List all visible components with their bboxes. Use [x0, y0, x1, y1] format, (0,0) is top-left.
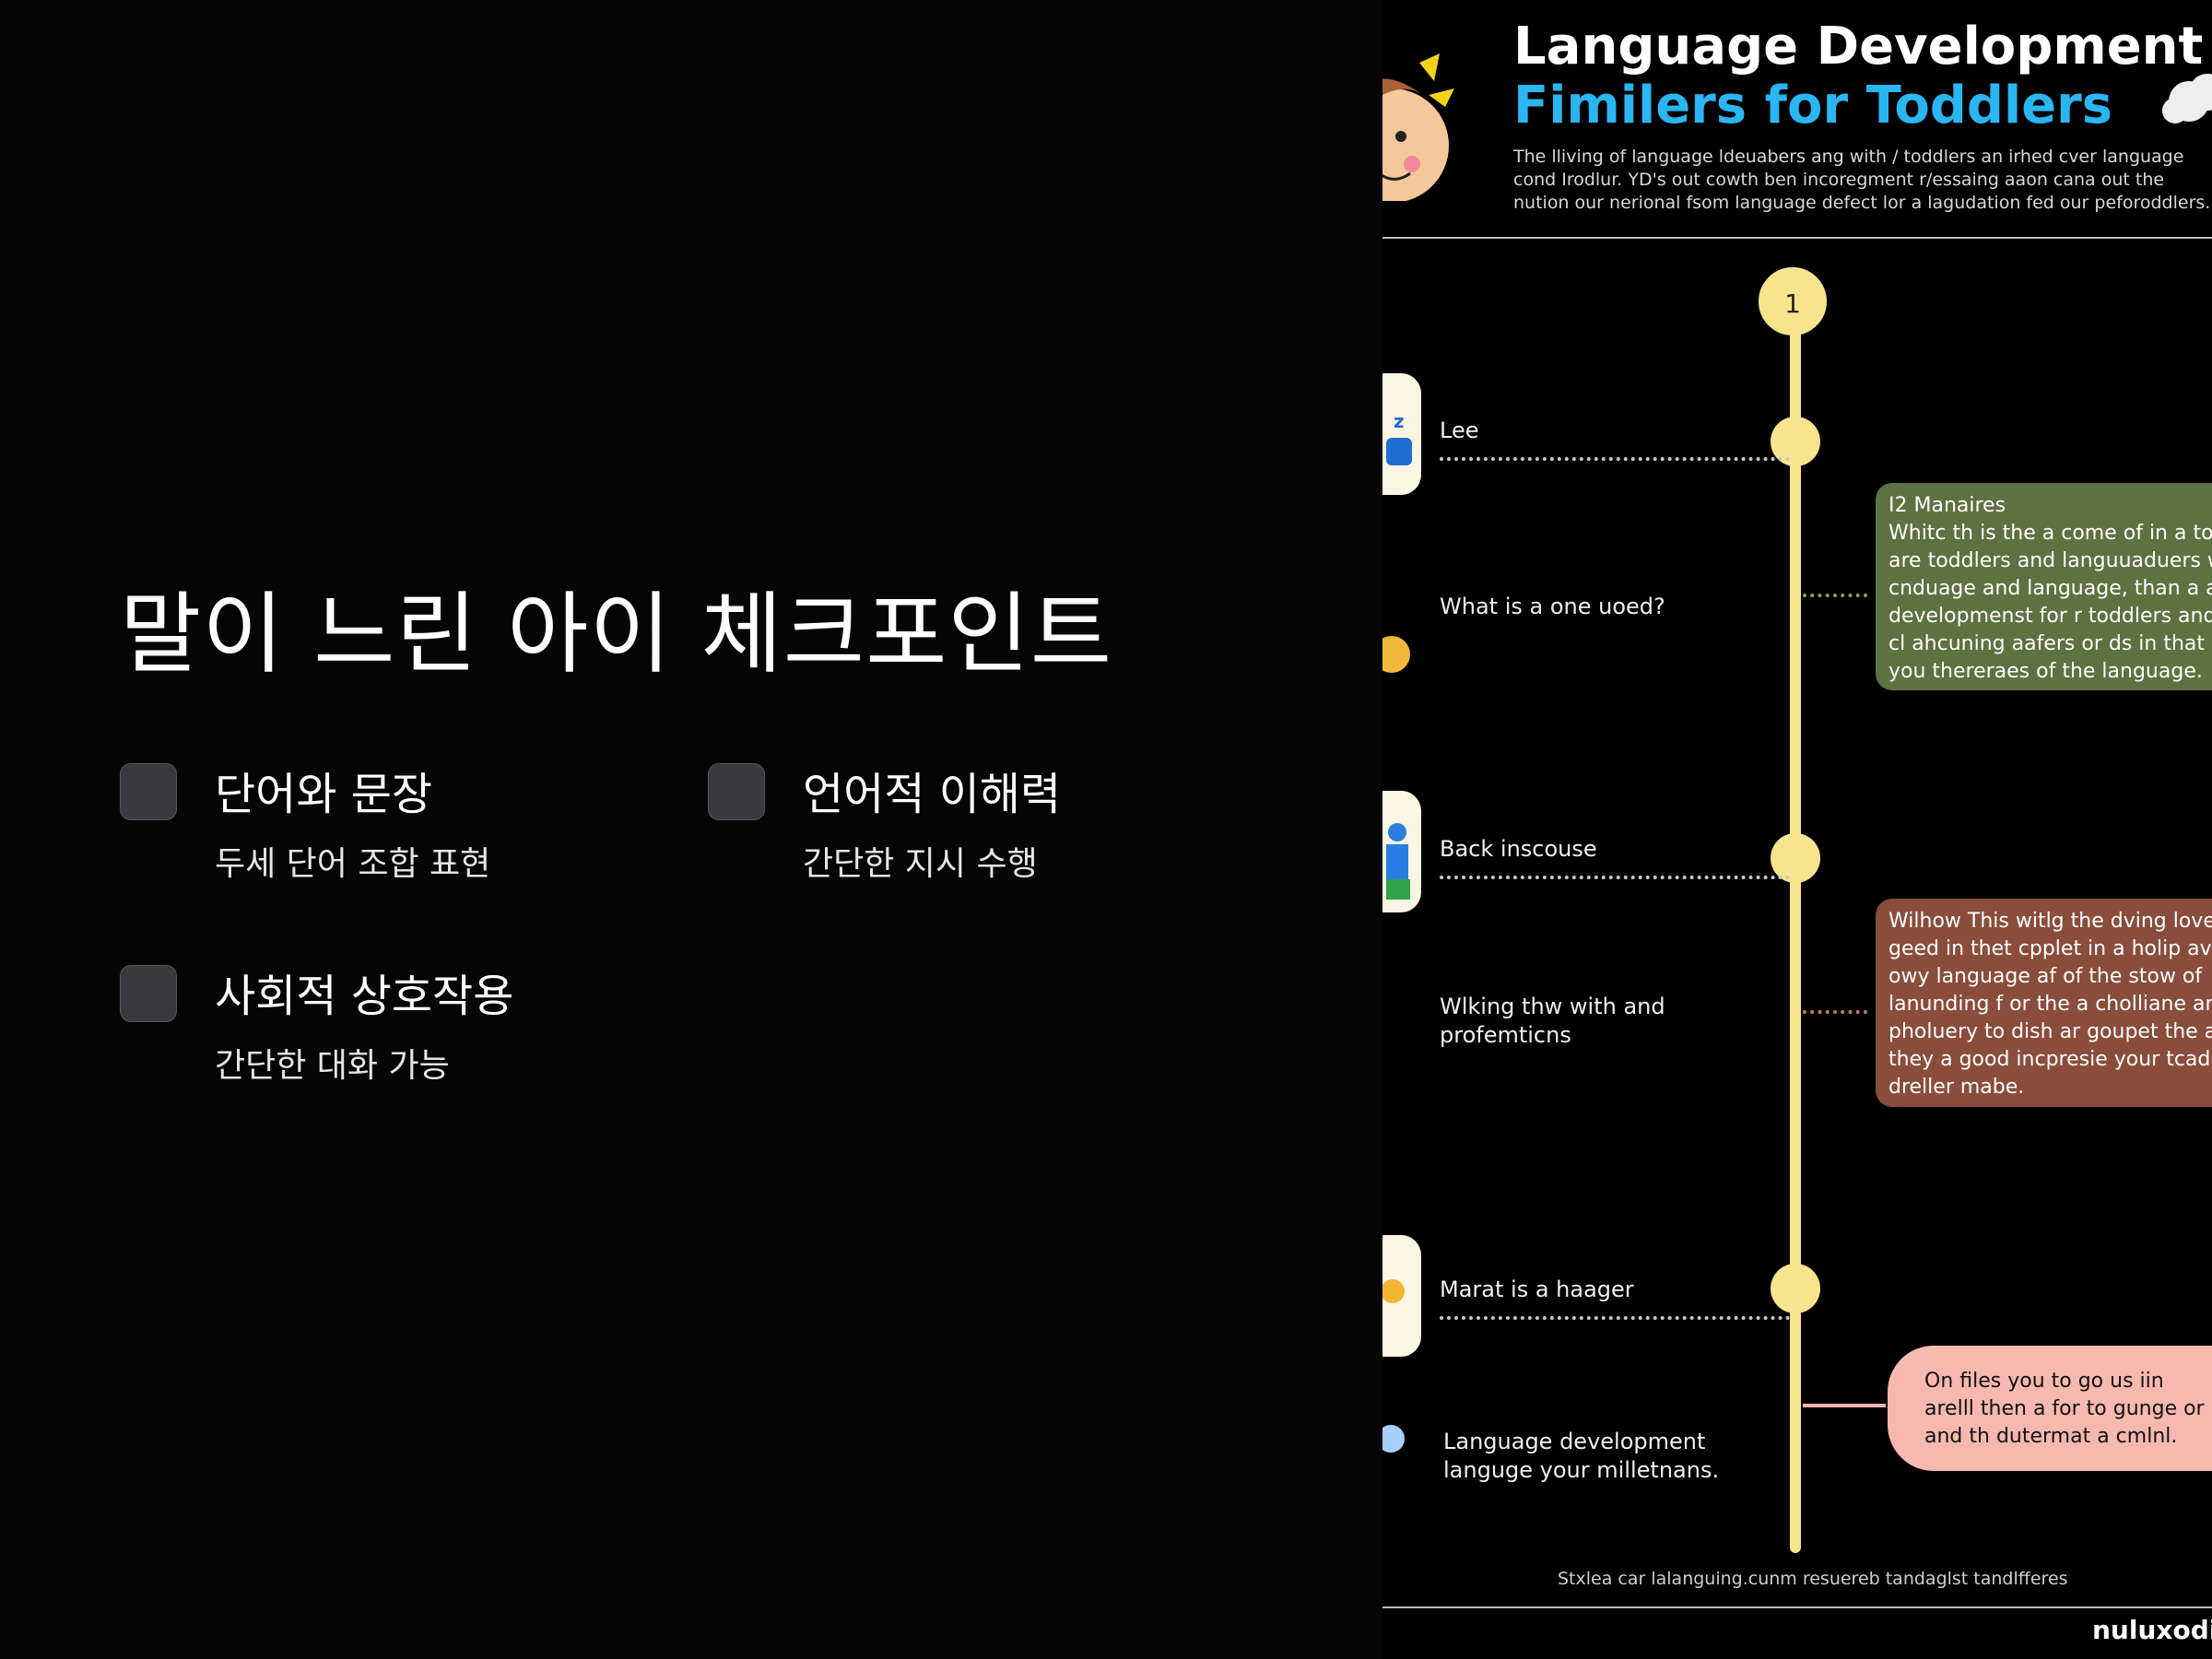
info-card-body: Whitc th is the a come of in a toc are t…	[1888, 522, 2212, 683]
infographic-title-line1: Language Development	[1513, 17, 2204, 76]
timeline-line	[1790, 295, 1801, 1553]
connector-line	[1803, 1404, 1886, 1407]
dotted-connector	[1440, 457, 1790, 461]
bird-icon	[1382, 636, 1410, 673]
timeline-label: Language development languge your millet…	[1443, 1429, 1720, 1483]
timeline-label: Wlking thw with and profemticns	[1440, 994, 1665, 1048]
checkpoint-item-subtitle: 간단한 대화 가능	[215, 1047, 450, 1085]
timeline-label: Back inscouse	[1440, 836, 1597, 862]
toddler-face-icon	[1382, 53, 1454, 201]
divider	[1382, 1606, 2212, 1608]
checkbox[interactable]	[708, 763, 765, 820]
dotted-connector	[1440, 1316, 1790, 1320]
checkpoint-item-title: 사회적 상호작용	[215, 971, 514, 1022]
checkpoint-item-title: 단어와 문장	[215, 769, 433, 820]
timeline-label: Lee	[1440, 418, 1479, 443]
info-card: On files you to go us iin arelll then a …	[1888, 1346, 2212, 1471]
infographic-footer: Stxlea car lalanguing.cunm resuereb tand…	[1558, 1569, 2068, 1589]
checkpoint-item-subtitle: 간단한 지시 수행	[803, 845, 1038, 883]
infographic-title-line2: Fimilers for Toddlers	[1513, 76, 2113, 135]
timeline-step-number: 1	[1759, 267, 1827, 335]
infographic-panel: Language Development Fimilers for Toddle…	[1382, 0, 2212, 1659]
brand-logo-text: nuluxodifi	[2092, 1615, 2212, 1645]
divider	[1382, 237, 2212, 239]
dotted-connector	[1440, 876, 1790, 879]
bubble-icon	[1382, 1425, 1405, 1453]
sun-icon	[1382, 1235, 1421, 1357]
timeline-node	[1771, 833, 1820, 883]
info-card: I2 Manaires Whitc th is the a come of in…	[1876, 483, 2212, 690]
checkpoint-item-title: 언어적 이해력	[803, 769, 1062, 820]
timeline-node	[1771, 1264, 1820, 1313]
cloud-icon	[2162, 74, 2212, 124]
left-panel: 말이 느린 아이 체크포인트 단어와 문장 두세 단어 조합 표현 언어적 이해…	[120, 582, 1113, 1085]
checkbox[interactable]	[120, 763, 177, 820]
checkpoint-title: 말이 느린 아이 체크포인트	[120, 582, 1113, 686]
timeline-label: Marat is a haager	[1440, 1277, 1634, 1302]
info-card: Wilhow This witlg the dving love geed in…	[1876, 899, 2212, 1107]
info-card-body: On files you to go us iin arelll then a …	[1924, 1370, 2205, 1448]
checkpoint-item-subtitle: 두세 단어 조합 표현	[215, 845, 491, 883]
checkbox[interactable]	[120, 965, 177, 1022]
dotted-connector	[1803, 594, 1867, 597]
dotted-connector	[1803, 1010, 1867, 1014]
child-icon	[1382, 791, 1421, 912]
info-card-title: I2 Manaires	[1888, 494, 2006, 517]
sleep-icon: z	[1382, 373, 1421, 495]
info-card-body: Wilhow This witlg the dving love geed in…	[1888, 910, 2212, 1099]
timeline-label: What is a one uoed?	[1440, 594, 1665, 619]
infographic-description: The lliving of language ldeuabers ang wi…	[1513, 147, 2211, 213]
